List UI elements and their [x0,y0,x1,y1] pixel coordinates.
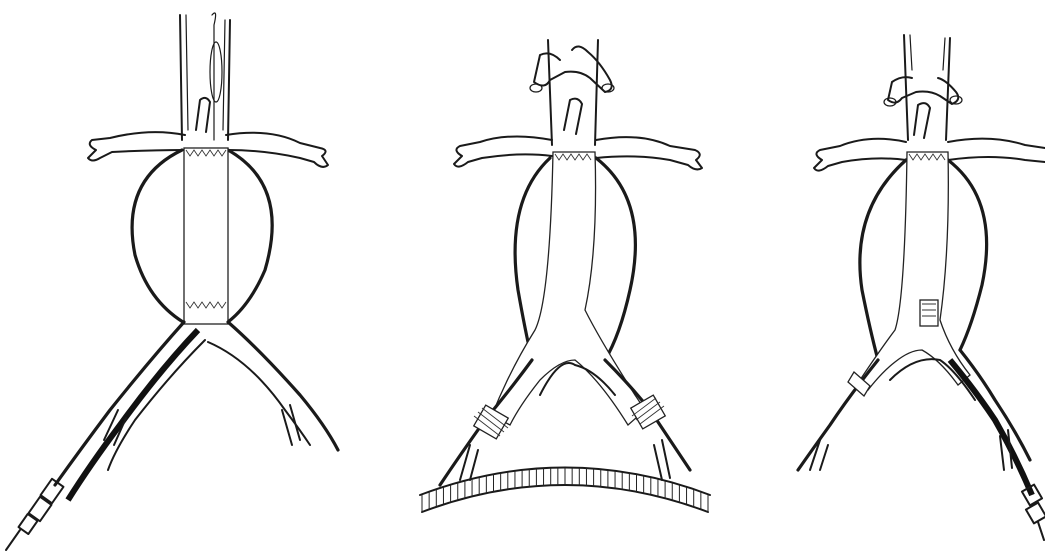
celiac-trunk [534,46,612,92]
renal-artery-right [226,133,328,167]
aorta-wall-right [228,20,230,140]
renal-artery-right-lower [948,157,1045,162]
aneurysm-sac-right [228,150,272,322]
aorta-bifurcated-graft-diagram [400,0,730,553]
catheter-hub [6,479,63,550]
aneurysm-sac-right [948,160,987,350]
aorta-inner-left [186,15,188,130]
aorta-wall-left [180,15,182,140]
aorta-wall-right [946,38,950,140]
delivery-catheter [68,330,198,500]
panel-bifurcated-graft [400,0,730,553]
aneurysm-sac-left [132,150,183,322]
iliac-left-inner [108,340,205,470]
hub-tail [6,530,20,550]
iliac-right-outer [960,350,1030,460]
internal-iliac-left [810,440,828,470]
renal-artery-left [814,139,906,171]
balloon [210,42,222,102]
visceral-branch [196,98,210,132]
tube-graft [184,148,228,324]
aorta-tube-graft-diagram [0,0,350,553]
aorta-wall-left [548,40,552,145]
internal-iliac-right [654,440,670,480]
guidewire [212,13,216,140]
iliac-right-outer [228,322,338,450]
celiac-branch-end-left [530,84,542,92]
aneurysm-sac-right [596,158,635,360]
superior-mesenteric-artery [914,103,930,138]
iliac-left-outer [798,360,878,470]
iliac-right-inner [208,342,310,445]
superior-mesenteric-artery [564,99,582,134]
aorta-uni-iliac-graft-diagram [790,0,1045,553]
renal-artery-left [454,136,552,166]
renal-artery-right [596,137,702,169]
panel-tube-graft [0,0,350,553]
panel-uni-iliac-graft [790,0,1045,553]
iliac-left-outer [55,322,184,485]
aorta-wall-left [904,35,908,140]
hub-segment-2 [1026,503,1045,524]
renal-artery-right [948,139,1045,148]
crossover-graft-ribs [422,468,708,513]
aorta-inner-right [223,20,225,130]
aorta-inner [910,35,945,70]
hub-tail [1038,522,1044,540]
aorta-wall-right [595,40,598,145]
